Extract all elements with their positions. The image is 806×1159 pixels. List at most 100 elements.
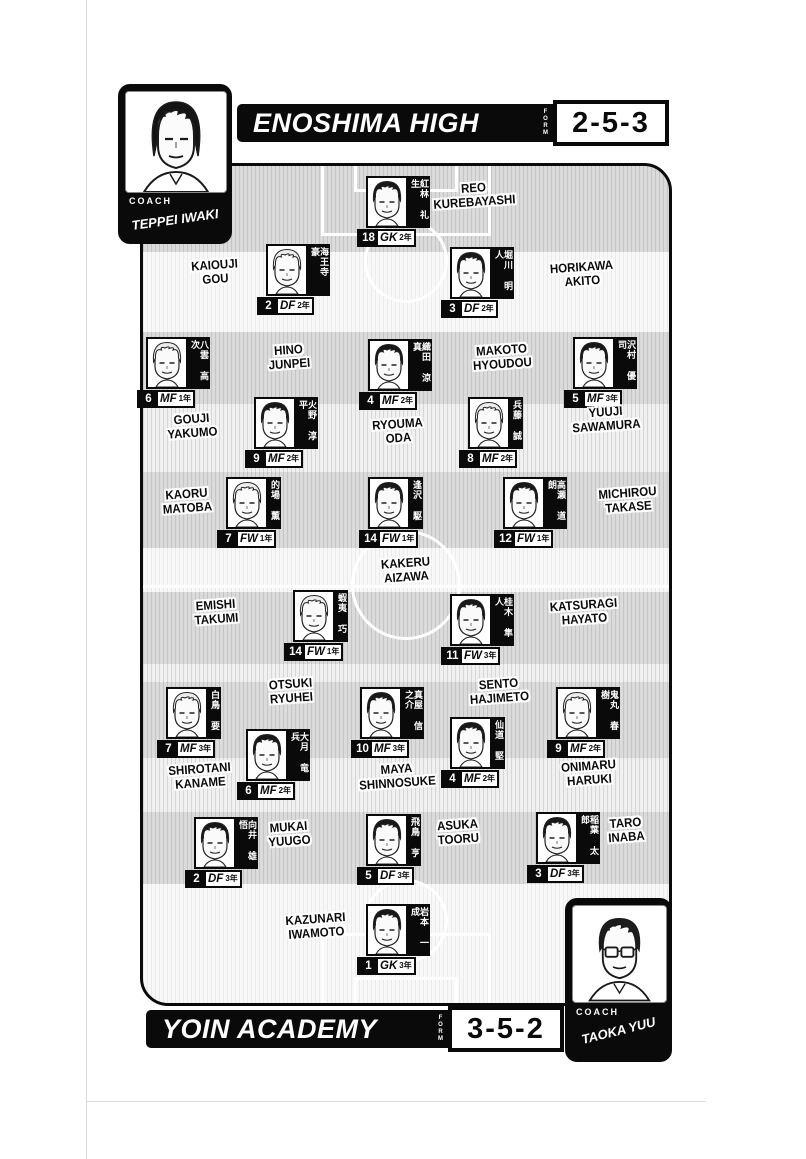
player-year: 2年 bbox=[399, 233, 412, 242]
player-name-en: KAORU MATOBA bbox=[162, 485, 213, 518]
player-position: FW bbox=[464, 650, 482, 662]
manga-face-icon bbox=[456, 721, 486, 767]
player-photo-row: 火野 淳平 bbox=[254, 397, 318, 449]
player-year: 2年 bbox=[278, 786, 292, 795]
manga-face-icon bbox=[272, 248, 302, 294]
form-label-tab: FORM bbox=[538, 105, 553, 141]
player-position: FW bbox=[307, 646, 325, 658]
player-portrait bbox=[573, 337, 615, 389]
player-name-jp: 稲葉 太郎 bbox=[578, 812, 600, 864]
player-name-en: KATSURAGI HAYATO bbox=[549, 595, 618, 628]
manga-face-glasses-icon bbox=[573, 907, 666, 1002]
player-position: FW bbox=[517, 533, 535, 545]
player-portrait bbox=[146, 337, 188, 389]
player-name-jp: 海王寺 豪 bbox=[308, 244, 330, 296]
manga-face-icon bbox=[562, 691, 592, 737]
player-name-en: KAKERU AIZAWA bbox=[380, 554, 431, 586]
player-year: 2年 bbox=[481, 304, 494, 313]
player-portrait bbox=[366, 904, 408, 956]
player-number: 12 bbox=[496, 532, 515, 546]
team-name-bar-yoin: YOIN ACADEMY bbox=[146, 1010, 464, 1048]
player-position: DF bbox=[208, 873, 224, 885]
player-name-en: KAIOUJI GOU bbox=[190, 256, 239, 288]
coach-portrait bbox=[125, 91, 227, 193]
manga-face-icon bbox=[456, 251, 486, 297]
player-name-jp: 飛鳥 亨 bbox=[408, 814, 421, 866]
player-number: 5 bbox=[359, 869, 378, 883]
player-number: 14 bbox=[286, 645, 305, 659]
manga-face-icon bbox=[579, 341, 609, 387]
player-number: 11 bbox=[443, 649, 462, 663]
coach-name: TEPPEI IWAKI bbox=[130, 205, 220, 234]
player-position: DF bbox=[380, 870, 396, 882]
player-year: 3年 bbox=[392, 744, 406, 753]
manga-face-icon bbox=[299, 594, 329, 640]
player-name-jp: 真屋 信之介 bbox=[402, 687, 424, 739]
manga-face-icon bbox=[152, 341, 182, 387]
player-name-en: MAKOTO HYOUDOU bbox=[472, 341, 533, 374]
player-name-jp: 高瀬 道朗 bbox=[545, 477, 567, 529]
player-number: 3 bbox=[529, 867, 548, 881]
player-photo-row: 兵藤 誠 bbox=[468, 397, 523, 449]
player-portrait bbox=[194, 817, 236, 869]
player-number: 6 bbox=[139, 392, 158, 406]
player-name-en: REO KUREBAYASHI bbox=[432, 180, 516, 213]
player-name-jp: 鬼丸 春樹 bbox=[598, 687, 620, 739]
player-photo-row: 真屋 信之介 bbox=[360, 687, 424, 739]
manga-face-icon bbox=[126, 92, 226, 192]
player-year: 3年 bbox=[198, 744, 212, 753]
player-name-en: TARO INABA bbox=[607, 814, 646, 846]
manga-face-icon bbox=[372, 908, 402, 954]
page-edge-line bbox=[86, 1101, 706, 1102]
player-position: GK bbox=[380, 232, 398, 244]
player-name-en: KAZUNARI IWAMOTO bbox=[285, 909, 346, 943]
player-portrait bbox=[450, 594, 492, 646]
player-year: 2年 bbox=[482, 774, 496, 783]
player-position: DF bbox=[280, 300, 296, 312]
player-year: 2年 bbox=[286, 454, 300, 463]
player-photo-row: 織田 涼真 bbox=[368, 339, 432, 391]
player-name-en: OTSUKI RYUHEI bbox=[268, 675, 314, 707]
player-photo-row: 紅林 礼生 bbox=[366, 176, 430, 228]
manga-face-icon bbox=[260, 401, 290, 447]
player-name-jp: 向井 雄悟 bbox=[236, 817, 258, 869]
player-year: 3年 bbox=[399, 961, 412, 970]
manga-face-icon bbox=[509, 481, 539, 527]
player-name-en: SENTO HAJIMETO bbox=[469, 675, 530, 708]
coach-card-enoshima: COACH TEPPEI IWAKI bbox=[118, 84, 232, 244]
player-name-en: YUUJI SAWAMURA bbox=[571, 403, 642, 436]
player-photo-row: 逢沢 駆 bbox=[368, 477, 423, 529]
player-number: 3 bbox=[443, 302, 462, 316]
manga-face-icon bbox=[372, 818, 402, 864]
player-name-jp: 堀川 明人 bbox=[492, 247, 514, 299]
player-portrait bbox=[536, 812, 578, 864]
player-year: 1年 bbox=[536, 534, 550, 543]
player-portrait bbox=[166, 687, 208, 739]
player-name-jp: 岩本 一成 bbox=[408, 904, 430, 956]
player-name-en: ASUKA TOORU bbox=[436, 816, 480, 848]
player-year: 2年 bbox=[297, 301, 310, 310]
player-photo-row: 飛鳥 亨 bbox=[366, 814, 421, 866]
player-position: MF bbox=[160, 393, 177, 405]
player-number: 2 bbox=[259, 299, 278, 313]
player-name-jp: 白鳥 要 bbox=[208, 687, 221, 739]
manga-face-icon bbox=[232, 481, 262, 527]
player-year: 2年 bbox=[500, 454, 514, 463]
player-year: 2年 bbox=[400, 396, 414, 405]
